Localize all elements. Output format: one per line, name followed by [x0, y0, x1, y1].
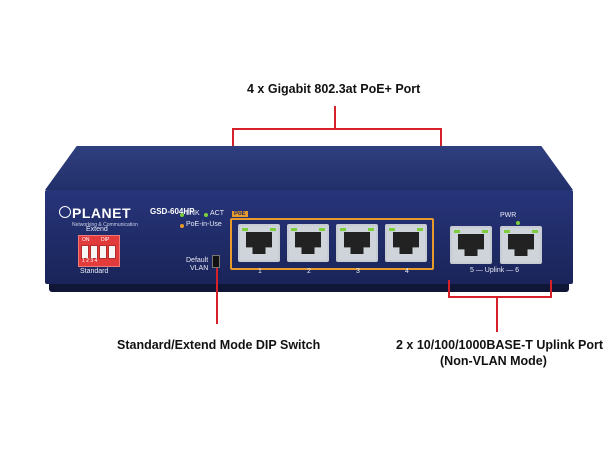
act-led-icon — [204, 213, 208, 217]
uplink-label: 5 — Uplink — 6 — [470, 267, 520, 274]
vlan-label: VLAN — [190, 265, 209, 272]
vlan-toggle[interactable] — [212, 255, 220, 268]
switch-top-cover — [45, 146, 573, 190]
brand-subtitle: Networking & Communication — [72, 222, 138, 228]
planet-logo-icon — [59, 206, 71, 218]
pwr-label: PWR — [500, 212, 517, 219]
uplink-callout-line1: 2 x 10/100/1000BASE-T Uplink Port — [396, 338, 604, 352]
rj45-jack-icon — [393, 232, 419, 254]
uplink-callout-line — [496, 296, 498, 332]
dip-switch-callout: Standard/Extend Mode DIP Switch — [117, 338, 321, 352]
uplink-callout-line2: (Non-VLAN Mode) — [440, 354, 547, 368]
dip-callout-line — [216, 268, 218, 324]
port-3-act-led — [368, 228, 374, 231]
port-1-link-led — [242, 228, 248, 231]
switch-base — [49, 284, 569, 292]
rj45-jack-icon — [344, 232, 370, 254]
dip-switch-1[interactable] — [81, 245, 89, 259]
poe-port-1[interactable] — [238, 224, 280, 262]
port-6-act-led — [532, 230, 538, 233]
port-5-link-led — [454, 230, 460, 233]
rj45-jack-icon — [295, 232, 321, 254]
default-label: Default — [186, 257, 209, 264]
rj45-jack-icon — [246, 232, 272, 254]
pwr-led-icon — [516, 221, 520, 225]
poe-port-4[interactable] — [385, 224, 427, 262]
poe-port-group — [230, 218, 434, 270]
uplink-callout-bracket — [448, 280, 552, 298]
port-2-link-led — [291, 228, 297, 231]
model-label: GSD-604HP — [150, 207, 195, 216]
dip-switch[interactable]: ON DIP 1 2 3 4 — [78, 235, 120, 267]
poe-in-use-label: PoE-in-Use — [186, 221, 222, 228]
uplink-port-5[interactable] — [450, 226, 492, 264]
lnk-label: LNK — [186, 210, 200, 217]
poe-ports-callout: 4 x Gigabit 802.3at PoE+ Port — [247, 82, 421, 96]
extend-label: Extend — [86, 226, 108, 233]
port-number-3: 3 — [356, 268, 360, 275]
port-6-link-led — [504, 230, 510, 233]
port-3-link-led — [340, 228, 346, 231]
act-label: ACT — [210, 210, 224, 217]
standard-label: Standard — [80, 268, 109, 275]
port-2-act-led — [319, 228, 325, 231]
rj45-jack-icon — [508, 234, 534, 256]
brand-name: PLANET — [72, 205, 131, 221]
poe-tag: PoE — [232, 211, 248, 217]
dip-switch-3[interactable] — [99, 245, 107, 259]
dip-label: DIP — [101, 237, 110, 243]
port-5-act-led — [482, 230, 488, 233]
port-number-1: 1 — [258, 268, 262, 275]
port-number-4: 4 — [405, 268, 409, 275]
rj45-jack-icon — [458, 234, 484, 256]
lnk-led-icon — [180, 213, 184, 217]
port-number-2: 2 — [307, 268, 311, 275]
dip-switch-4[interactable] — [108, 245, 116, 259]
port-1-act-led — [270, 228, 276, 231]
poe-port-3[interactable] — [336, 224, 378, 262]
dip-switch-2[interactable] — [90, 245, 98, 259]
dip-numbers: 1 2 3 4 — [82, 258, 98, 264]
dip-on-label: ON — [82, 237, 90, 243]
port-4-act-led — [417, 228, 423, 231]
port-4-link-led — [389, 228, 395, 231]
uplink-port-6[interactable] — [500, 226, 542, 264]
poe-led-icon — [180, 224, 184, 228]
poe-port-2[interactable] — [287, 224, 329, 262]
poe-ports-callout-line — [334, 106, 336, 130]
